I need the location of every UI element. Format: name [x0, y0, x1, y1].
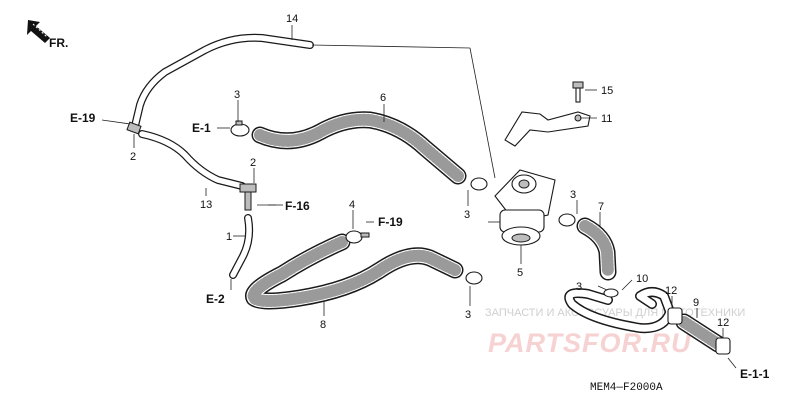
front-direction-arrow-icon — [27, 20, 50, 43]
callout-6: 6 — [380, 92, 386, 104]
diagram-code: MEM4—F2000A — [590, 382, 663, 394]
joint-2-lower — [239, 183, 257, 211]
callout-1: 1 — [226, 231, 232, 243]
callout-4: 4 — [349, 199, 355, 211]
callout-5: 5 — [517, 267, 523, 279]
ref-f-16: F-16 — [285, 199, 310, 213]
callout-15: 15 — [601, 85, 613, 97]
callout-3-top: 3 — [234, 89, 240, 101]
callout-3-lower: 3 — [465, 309, 471, 321]
hose-8 — [245, 233, 464, 310]
hose-9 — [675, 313, 727, 353]
ref-e-19: E-19 — [70, 111, 96, 125]
callout-8: 8 — [320, 319, 326, 331]
clamp-4 — [345, 230, 370, 244]
clamp-12-upper — [667, 307, 683, 325]
callout-14: 14 — [286, 13, 298, 25]
tube-14 — [131, 33, 314, 130]
bolt-15 — [572, 81, 584, 103]
ref-e-2: E-2 — [206, 292, 225, 306]
clamp-3-lower — [465, 271, 483, 285]
ref-f-19: F-19 — [378, 215, 403, 229]
callout-2-upper: 2 — [130, 151, 136, 163]
callout-13: 13 — [200, 199, 212, 211]
callout-12-upper: 12 — [665, 285, 677, 297]
ref-e-1-1: E-1-1 — [740, 367, 770, 381]
clamp-3-tube — [603, 288, 619, 298]
tube-10 — [564, 287, 675, 334]
clamp-12-lower — [715, 337, 731, 355]
callout-11: 11 — [601, 113, 612, 125]
ref-e-1: E-1 — [192, 121, 211, 135]
callout-3-tube: 3 — [576, 281, 582, 293]
callout-12-lower: 12 — [717, 317, 729, 329]
clamp-3-right — [558, 213, 576, 227]
clamp-3-top — [230, 120, 250, 137]
joint-2-upper — [126, 121, 142, 135]
callout-10: 10 — [636, 273, 648, 285]
watermark-line-1: ЗАПЧАСТИ И АКСЕССУАРЫ ДЛЯ МОТОТЕХНИКИ — [485, 307, 745, 319]
tube-1 — [229, 214, 254, 279]
callout-9: 9 — [693, 297, 699, 309]
hose-6 — [251, 111, 467, 185]
callout-2-lower: 2 — [250, 157, 256, 169]
callout-3-valve: 3 — [464, 209, 470, 221]
front-label: FR. — [49, 36, 68, 50]
callout-3-right: 3 — [570, 189, 576, 201]
pair-valve-5 — [494, 169, 556, 246]
hose-7 — [576, 217, 617, 281]
watermark-line-2: PARTSFOR.RU — [488, 328, 692, 358]
clamp-3-valve — [470, 177, 488, 191]
tube-13 — [138, 130, 246, 190]
callout-7: 7 — [598, 201, 604, 213]
bracket-11 — [504, 111, 591, 147]
